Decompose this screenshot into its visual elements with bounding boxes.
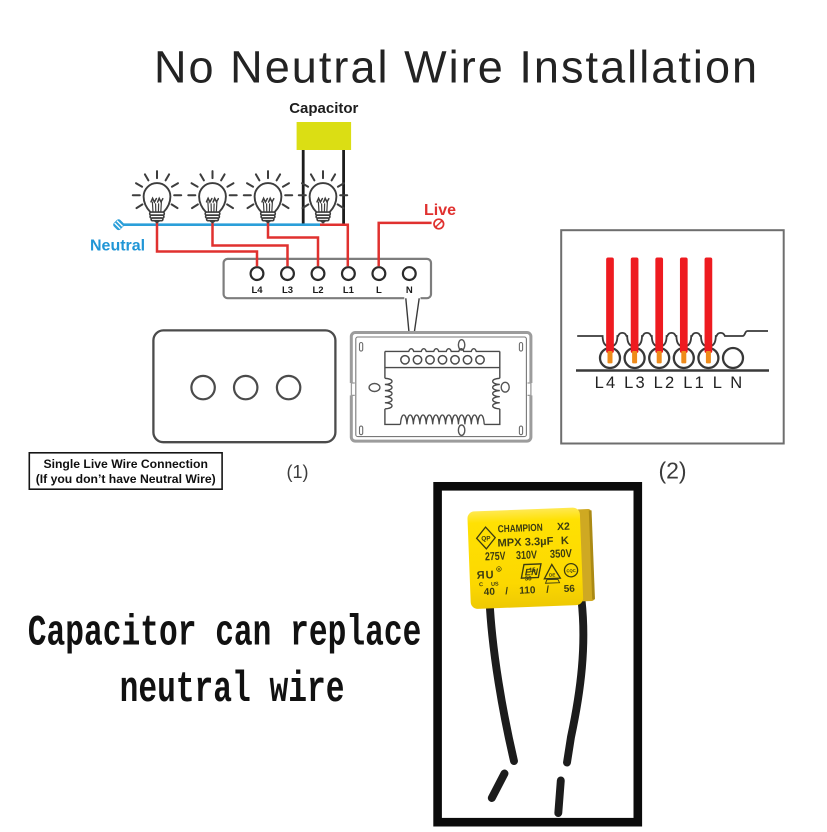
svg-text:R: R [476, 570, 484, 582]
svg-text:Single Live Wire Connection: Single Live Wire Connection [43, 457, 207, 471]
svg-text:No Neutral Wire Installation: No Neutral Wire Installation [154, 42, 759, 93]
svg-text:neutral wire: neutral wire [120, 665, 345, 715]
svg-text:(1): (1) [287, 462, 309, 482]
svg-text:275V: 275V [485, 551, 506, 564]
svg-text:U: U [485, 569, 493, 581]
svg-text:QP: QP [481, 535, 491, 542]
svg-text:EN: EN [524, 567, 539, 578]
svg-text:US: US [491, 582, 499, 588]
svg-text:Capacitor can replace: Capacitor can replace [28, 609, 422, 659]
svg-text:Capacitor: Capacitor [289, 100, 358, 117]
svg-text:310V: 310V [516, 549, 538, 562]
svg-text:C: C [479, 582, 483, 588]
svg-text:X2: X2 [557, 521, 570, 533]
svg-text:CQC: CQC [566, 568, 575, 573]
svg-text:40: 40 [484, 587, 496, 598]
svg-text:38: 38 [525, 576, 533, 582]
svg-text:R: R [498, 567, 501, 571]
svg-text:L4: L4 [251, 285, 263, 296]
svg-text:(2): (2) [658, 458, 686, 484]
svg-text:Neutral: Neutral [90, 238, 145, 255]
svg-text:Live: Live [424, 202, 456, 219]
svg-text:/: / [505, 586, 508, 597]
svg-text:56: 56 [564, 584, 576, 595]
svg-text:DE: DE [549, 572, 556, 577]
svg-text:(If you don’t have Neutral Wir: (If you don’t have Neutral Wire) [36, 472, 216, 486]
svg-text:N: N [406, 285, 413, 296]
svg-text:/: / [546, 585, 549, 596]
svg-text:110: 110 [519, 585, 536, 597]
svg-text:L2: L2 [312, 285, 323, 296]
svg-text:L3: L3 [282, 285, 293, 296]
svg-text:CHAMPION: CHAMPION [498, 523, 543, 536]
svg-text:L: L [376, 285, 382, 296]
svg-text:K: K [561, 535, 569, 547]
svg-text:15: 15 [529, 568, 537, 574]
svg-text:MPX 3.3µF: MPX 3.3µF [497, 535, 554, 549]
svg-text:L1: L1 [343, 285, 355, 296]
svg-text:350V: 350V [550, 548, 573, 561]
svg-text:L4 L3 L2 L1 L N: L4 L3 L2 L1 L N [595, 374, 745, 392]
